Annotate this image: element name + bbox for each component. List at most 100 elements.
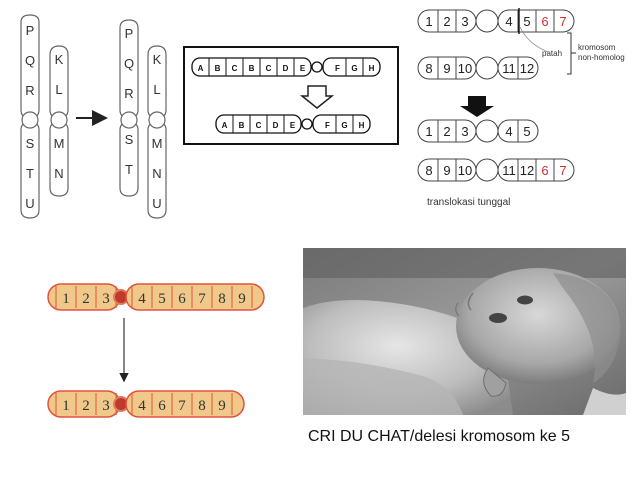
- chromosome-letter: Q: [124, 56, 134, 71]
- chromosome-letter: U: [25, 196, 34, 211]
- photo-caption: CRI DU CHAT/delesi kromosom ke 5: [308, 428, 570, 445]
- group-label-line2: non-homolog: [578, 53, 625, 62]
- gene-number: 8: [198, 398, 206, 414]
- gene-cell-label: B: [239, 121, 245, 130]
- gene-cell-label: G: [341, 121, 347, 130]
- gene-number: 3: [102, 291, 110, 307]
- centromere: [475, 9, 499, 33]
- gene-cell-label: B: [249, 64, 255, 73]
- gene-number: 2: [443, 124, 450, 139]
- chromosome-before-short: [49, 45, 69, 197]
- gene-cell-label: A: [198, 64, 204, 73]
- down-arrow-outline-icon: [299, 85, 335, 109]
- gene-number: 11: [502, 61, 516, 76]
- chromosome-letter: N: [54, 166, 63, 181]
- gene-number: 1: [425, 124, 432, 139]
- gene-cell-label: A: [222, 121, 228, 130]
- chromosome-letter: R: [25, 83, 34, 98]
- gene-number: 7: [198, 291, 206, 307]
- gene-number: 9: [443, 61, 450, 76]
- arm-outline: [322, 57, 381, 77]
- gene-cell-label: B: [215, 64, 221, 73]
- gene-number: 12: [520, 61, 534, 76]
- gene-number: 9: [238, 291, 246, 307]
- gene-cell-label: C: [266, 64, 272, 73]
- gene-cell-label: H: [369, 64, 375, 73]
- gene-number: 6: [541, 163, 548, 178]
- gene-number: 5: [523, 124, 530, 139]
- gene-number: 6: [158, 398, 166, 414]
- gene-number: 1: [425, 14, 432, 29]
- chromosome-letter: L: [55, 82, 62, 97]
- gene-number: 3: [461, 124, 468, 139]
- centromere: [301, 118, 313, 130]
- chromosome-letter: S: [125, 132, 134, 147]
- chromosome-letter: M: [54, 136, 65, 151]
- chromosome-letter: R: [124, 86, 133, 101]
- gene-number: 5: [158, 291, 166, 307]
- gene-number: 6: [541, 14, 548, 29]
- gene-cell-label: H: [359, 121, 365, 130]
- chromosome-letter: Q: [25, 53, 35, 68]
- gene-number: 8: [425, 61, 432, 76]
- gene-number: 3: [102, 398, 110, 414]
- chromosome-letter: T: [26, 166, 34, 181]
- chromosome-letter: U: [152, 196, 161, 211]
- gene-number: 4: [138, 291, 146, 307]
- gene-number: 11: [502, 163, 516, 178]
- gene-number: 10: [458, 61, 472, 76]
- arm-outline: [312, 114, 371, 134]
- gene-number: 2: [443, 14, 450, 29]
- gene-number: 8: [218, 291, 226, 307]
- gene-number: 2: [82, 398, 90, 414]
- gene-number: 5: [523, 14, 530, 29]
- chromosome-letter: S: [26, 136, 35, 151]
- chromosome-letter: P: [125, 26, 134, 41]
- gene-number: 6: [178, 291, 186, 307]
- translocation-result-label: translokasi tunggal: [427, 197, 510, 208]
- chromosome-after-long: [119, 19, 139, 197]
- centromere: [311, 61, 323, 73]
- gene-number: 8: [425, 163, 432, 178]
- gene-number: 2: [82, 291, 90, 307]
- gene-number: 10: [458, 163, 472, 178]
- arm-right: [125, 390, 245, 418]
- gene-cell-label: D: [283, 64, 289, 73]
- gene-number: 7: [559, 163, 566, 178]
- chromosome-letter: K: [153, 52, 162, 67]
- gene-number: 3: [461, 14, 468, 29]
- arm-outline: [191, 57, 312, 77]
- patient-photo: [303, 248, 626, 415]
- gene-cell-label: F: [325, 121, 330, 130]
- arm-outline: [215, 114, 302, 134]
- centromere: [475, 56, 499, 80]
- gene-number: 7: [178, 398, 186, 414]
- gene-number: 12: [520, 163, 534, 178]
- gene-cell-label: C: [232, 64, 238, 73]
- group-label-line1: kromosom: [578, 43, 616, 52]
- arm-right: [125, 283, 265, 311]
- centromere: [475, 119, 499, 143]
- centromere: [475, 158, 499, 182]
- gene-number: 9: [443, 163, 450, 178]
- break-pointer-line: [519, 26, 549, 53]
- gene-cell-label: C: [256, 121, 262, 130]
- gene-cell-label: G: [351, 64, 357, 73]
- gene-number: 4: [505, 124, 512, 139]
- down-arrow-solid-icon: [460, 96, 494, 117]
- gene-number: 4: [138, 398, 146, 414]
- chromosome-letter: L: [153, 82, 160, 97]
- chromosome-letter: M: [152, 136, 163, 151]
- group-bracket: [567, 32, 576, 75]
- gene-number: 1: [62, 398, 70, 414]
- gene-number: 4: [505, 14, 512, 29]
- chromosome-letter: T: [125, 162, 133, 177]
- gene-number: 7: [559, 14, 566, 29]
- chromosome-letter: P: [26, 23, 35, 38]
- chromosome-before-long: [20, 14, 40, 219]
- gene-cell-label: E: [300, 64, 306, 73]
